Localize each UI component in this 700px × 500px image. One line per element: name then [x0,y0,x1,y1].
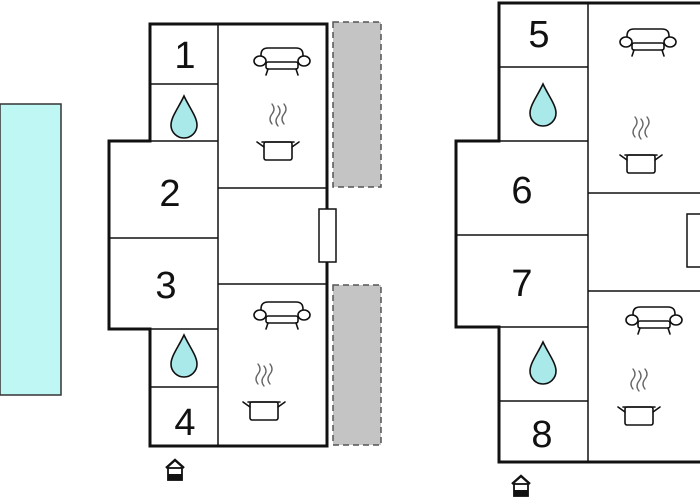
room-number-6: 6 [511,170,532,212]
room-number-8: 8 [531,414,552,456]
cooking-pot-icon [242,363,286,421]
outer-wall [454,1,700,464]
door [686,213,700,268]
cooking-pot-icon [256,103,300,161]
room-number-3: 3 [155,265,176,307]
left-unit: 1 2 3 4 [107,21,382,482]
terrace-upper [332,21,382,188]
room-number-4: 4 [174,402,195,444]
sofa-icon [253,47,311,76]
water-drop-icon [170,334,198,378]
cooking-pot-icon [619,116,663,174]
room-number-1: 1 [174,35,195,77]
right-unit: 5 6 7 8 [454,1,700,498]
terrace-lower [332,284,382,446]
cooking-pot-icon [617,368,661,426]
room-number-5: 5 [528,14,549,56]
pool [0,103,62,396]
sofa-icon [619,28,677,57]
door [318,208,337,263]
room-number-7: 7 [511,263,532,305]
water-drop-icon [529,83,557,127]
sofa-icon [625,306,683,335]
water-drop-icon [170,95,198,139]
water-drop-icon [529,341,557,385]
entrance-icon [164,458,186,482]
entrance-icon [510,474,532,498]
sofa-icon [253,301,311,330]
room-number-2: 2 [159,173,180,215]
